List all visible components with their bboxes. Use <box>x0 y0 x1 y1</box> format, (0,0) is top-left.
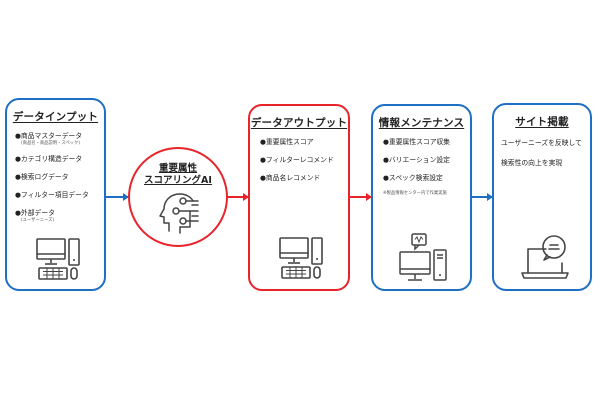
desktop-computer-icon <box>279 237 323 279</box>
item-label: ●フィルター項目データ <box>15 191 89 199</box>
list-item: ●カテゴリ構造データ <box>15 155 104 164</box>
description-line: ユーザーニーズを反映して <box>501 139 582 147</box>
site-publishing-description: ユーザーニーズを反映して 検索性の向上を実現 <box>494 139 590 168</box>
data-output-list: ●重要属性スコア ●フィルターレコメンド ●商品名レコメンド <box>250 138 348 183</box>
laptop-chat-icon <box>521 235 569 279</box>
arrow-maintenance-to-site <box>472 193 493 201</box>
description-line: 検索性の向上を実現 <box>501 159 563 167</box>
arrow-head <box>123 193 129 201</box>
list-item: ●商品名レコメンド <box>260 174 321 182</box>
list-item: ●商品マスターデータ(商品名・商品説明・スペック) <box>15 132 104 146</box>
site-publishing-title: サイト掲載 <box>515 116 569 128</box>
list-item: ●バリエーション設定 <box>383 156 450 164</box>
data-output-title: データアウトプット <box>250 117 348 129</box>
arrow-head <box>487 193 493 201</box>
site-publishing-box: サイト掲載 ユーザーニーズを反映して 検索性の向上を実現 <box>492 103 592 291</box>
arrow-head <box>243 193 249 201</box>
item-label: ●カテゴリ構造データ <box>15 155 83 163</box>
desktop-with-chat-icon <box>399 233 447 281</box>
maintenance-note: ※製品情報センター内で作業実施 <box>383 191 447 196</box>
scoring-ai-title-line1: 重要属性 <box>158 163 197 174</box>
list-item: ●フィルターレコメンド <box>260 156 334 164</box>
list-item: ●重要属性スコア <box>260 138 314 146</box>
arrow-head <box>366 193 372 201</box>
info-maintenance-title: 情報メンテナンス <box>378 117 465 129</box>
data-input-title: データインプット <box>12 111 99 123</box>
scoring-ai-circle: 重要属性 スコアリングAI <box>128 147 228 247</box>
item-subtext: (商品名・商品説明・スペック) <box>21 141 80 146</box>
item-subtext: (ユーザーニーズ) <box>21 218 55 223</box>
data-input-box: データインプット ●商品マスターデータ(商品名・商品説明・スペック) ●カテゴリ… <box>5 98 106 291</box>
info-maintenance-list: ●重要属性スコア収集 ●バリエーション設定 ●スペック検索設定 <box>373 138 470 183</box>
item-label: ●商品マスターデータ <box>15 132 83 140</box>
scoring-ai-title: 重要属性 スコアリングAI <box>130 163 226 187</box>
arrow-input-to-ai <box>106 193 129 201</box>
arrow-ai-to-output <box>227 193 249 201</box>
item-label: ●検索ログデータ <box>15 173 69 181</box>
arrow-output-to-maintenance <box>350 193 372 201</box>
list-item: ●重要属性スコア収集 <box>383 138 451 146</box>
data-output-box: データアウトプット ●重要属性スコア ●フィルターレコメンド ●商品名レコメンド <box>248 104 350 291</box>
list-item: ●外部データ(ユーザーニーズ) <box>15 209 104 223</box>
ai-head-circuit-icon <box>159 193 199 234</box>
scoring-ai-title-line2: スコアリングAI <box>144 175 212 186</box>
item-label: ●外部データ <box>15 209 55 217</box>
list-item: ●フィルター項目データ <box>15 191 104 200</box>
info-maintenance-box: 情報メンテナンス ●重要属性スコア収集 ●バリエーション設定 ●スペック検索設定… <box>371 104 472 291</box>
list-item: ●検索ログデータ <box>15 173 104 182</box>
data-input-list: ●商品マスターデータ(商品名・商品説明・スペック) ●カテゴリ構造データ ●検索… <box>7 132 104 223</box>
desktop-computer-icon <box>36 238 80 280</box>
list-item: ●スペック検索設定 <box>383 174 443 182</box>
